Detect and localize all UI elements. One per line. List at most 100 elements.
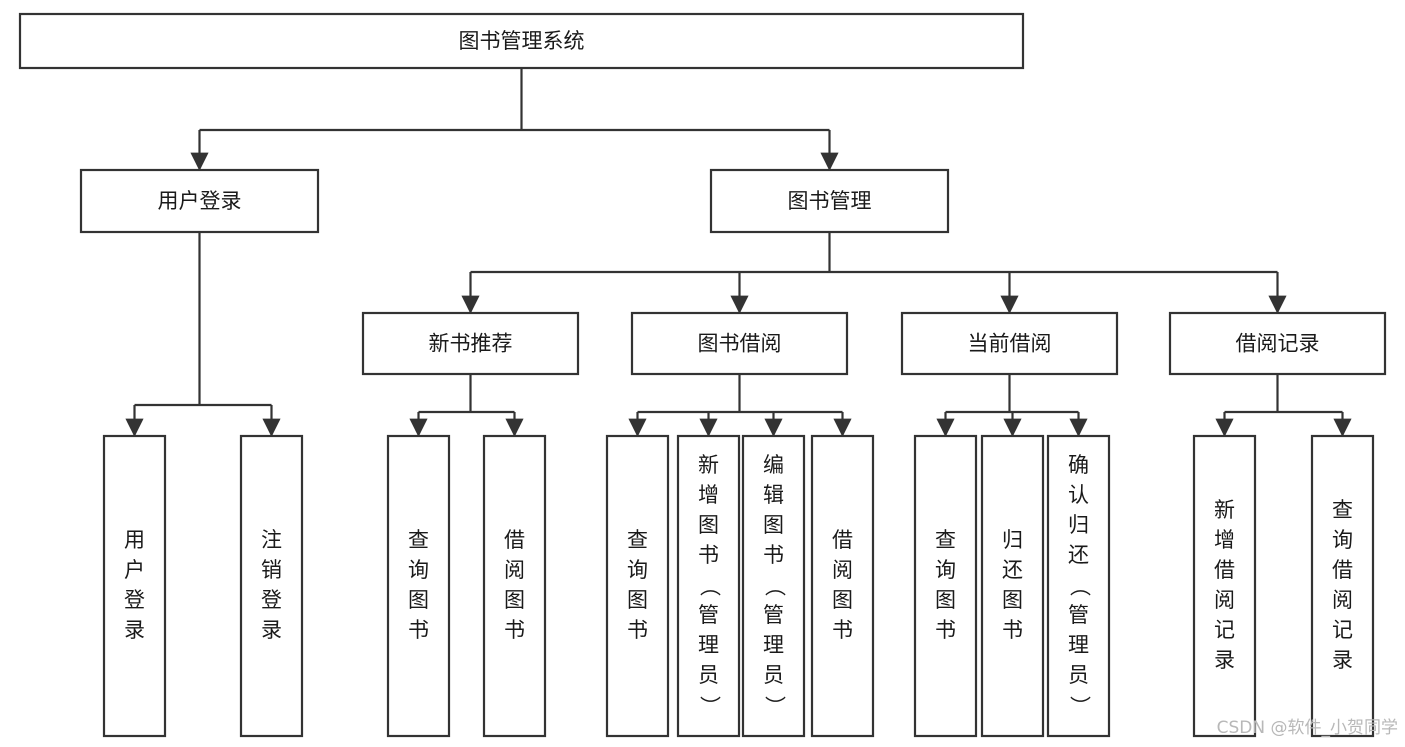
node-leaf-user-login[interactable]: 用户登录 xyxy=(102,434,167,738)
svg-text:理: 理 xyxy=(698,633,719,657)
svg-text:书: 书 xyxy=(935,618,956,642)
svg-text:）: ） xyxy=(763,696,787,717)
svg-text:书: 书 xyxy=(763,543,784,567)
svg-text:阅: 阅 xyxy=(832,558,853,582)
node-leaf-return-book-box[interactable] xyxy=(980,434,1045,738)
node-book-manage[interactable]: 图书管理 xyxy=(709,168,950,234)
svg-text:阅: 阅 xyxy=(504,558,525,582)
svg-text:管: 管 xyxy=(763,603,784,627)
svg-text:还: 还 xyxy=(1002,558,1023,582)
node-leaf-borrow-book-1-box[interactable] xyxy=(482,434,547,738)
svg-text:书: 书 xyxy=(627,618,648,642)
node-leaf-borrow-book-2-box[interactable] xyxy=(810,434,875,738)
csdn-watermark: CSDN @软件_小贺同学 xyxy=(1217,718,1398,738)
node-user-login-box[interactable] xyxy=(79,168,320,234)
svg-text:图: 图 xyxy=(627,588,648,612)
node-borrow-record-label: 借阅记录 xyxy=(1236,332,1320,356)
node-book-manage-box[interactable] xyxy=(709,168,950,234)
node-borrow-record-box[interactable] xyxy=(1168,311,1387,376)
svg-text:图: 图 xyxy=(1002,588,1023,612)
node-borrow-record[interactable]: 借阅记录 xyxy=(1168,311,1387,376)
svg-text:书: 书 xyxy=(832,618,853,642)
node-book-borrow-label: 图书借阅 xyxy=(698,332,782,356)
svg-text:员: 员 xyxy=(763,663,784,687)
nodes-layer: 图书管理系统用户登录图书管理新书推荐图书借阅当前借阅借阅记录用户登录注销登录查询… xyxy=(18,12,1387,738)
node-leaf-query-book-2-box[interactable] xyxy=(605,434,670,738)
svg-text:阅: 阅 xyxy=(1214,588,1235,612)
svg-text:询: 询 xyxy=(627,558,648,582)
svg-text:用: 用 xyxy=(124,528,145,552)
svg-text:增: 增 xyxy=(1214,528,1235,552)
svg-text:（: （ xyxy=(698,576,722,597)
svg-text:）: ） xyxy=(1068,696,1092,717)
svg-text:询: 询 xyxy=(1332,528,1353,552)
svg-text:书: 书 xyxy=(408,618,429,642)
node-leaf-query-record-box[interactable] xyxy=(1310,434,1375,738)
node-leaf-logout-box[interactable] xyxy=(239,434,304,738)
svg-text:新: 新 xyxy=(1214,498,1235,522)
node-new-book-recommend[interactable]: 新书推荐 xyxy=(361,311,580,376)
svg-text:查: 查 xyxy=(408,528,429,552)
node-leaf-add-book-box[interactable] xyxy=(676,434,741,738)
node-user-login[interactable]: 用户登录 xyxy=(79,168,320,234)
svg-text:归: 归 xyxy=(1002,528,1023,552)
svg-text:登: 登 xyxy=(261,588,282,612)
svg-text:书: 书 xyxy=(698,543,719,567)
node-leaf-edit-book-box[interactable] xyxy=(741,434,806,738)
node-root-box[interactable] xyxy=(18,12,1025,70)
node-leaf-query-book-3-box[interactable] xyxy=(913,434,978,738)
node-book-borrow[interactable]: 图书借阅 xyxy=(630,311,849,376)
svg-text:员: 员 xyxy=(698,663,719,687)
svg-text:管: 管 xyxy=(1068,603,1089,627)
node-root-label: 图书管理系统 xyxy=(459,29,585,53)
svg-text:新: 新 xyxy=(698,453,719,477)
node-leaf-confirm-return-box[interactable] xyxy=(1046,434,1111,738)
svg-text:录: 录 xyxy=(261,618,282,642)
node-leaf-add-record-box[interactable] xyxy=(1192,434,1257,738)
node-new-book-recommend-box[interactable] xyxy=(361,311,580,376)
node-current-borrow[interactable]: 当前借阅 xyxy=(900,311,1119,376)
svg-text:确: 确 xyxy=(1068,453,1089,477)
svg-text:记: 记 xyxy=(1214,618,1235,642)
node-current-borrow-box[interactable] xyxy=(900,311,1119,376)
node-user-login-label: 用户登录 xyxy=(158,189,242,213)
svg-text:询: 询 xyxy=(408,558,429,582)
node-root[interactable]: 图书管理系统 xyxy=(18,12,1025,70)
svg-text:（: （ xyxy=(763,576,787,597)
svg-text:图: 图 xyxy=(832,588,853,612)
svg-text:录: 录 xyxy=(124,618,145,642)
svg-text:认: 认 xyxy=(1068,483,1089,507)
svg-text:查: 查 xyxy=(935,528,956,552)
svg-text:图: 图 xyxy=(763,513,784,537)
svg-text:借: 借 xyxy=(1214,558,1235,582)
node-book-borrow-box[interactable] xyxy=(630,311,849,376)
node-leaf-query-book-1-box[interactable] xyxy=(386,434,451,738)
node-book-manage-label: 图书管理 xyxy=(788,189,872,213)
svg-text:辑: 辑 xyxy=(763,483,784,507)
svg-text:户: 户 xyxy=(124,558,145,582)
node-leaf-user-login-box[interactable] xyxy=(102,434,167,738)
svg-text:记: 记 xyxy=(1332,618,1353,642)
svg-text:理: 理 xyxy=(763,633,784,657)
